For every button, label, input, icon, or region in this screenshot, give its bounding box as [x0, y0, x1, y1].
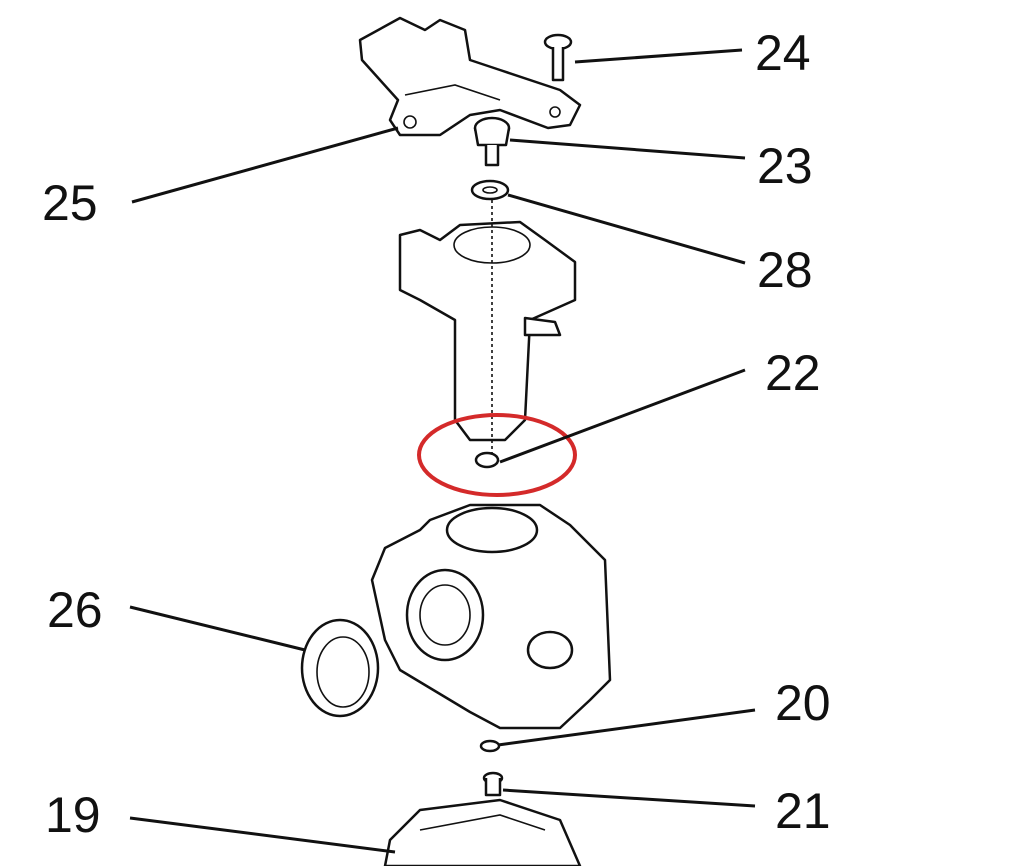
callout-24: 24: [755, 25, 811, 81]
callout-22: 22: [765, 345, 821, 401]
plug-screw-part: [482, 771, 504, 797]
leader-20: [497, 708, 756, 747]
callout-28: 28: [757, 242, 813, 298]
small-nut-part: [474, 451, 500, 469]
washer-part: [470, 179, 510, 201]
leader-25: [131, 126, 399, 204]
bracket-plate-part: [358, 16, 582, 137]
leader-28: [507, 193, 746, 265]
callout-25: 25: [42, 175, 98, 231]
leader-23: [509, 138, 746, 160]
callout-20: 20: [775, 675, 831, 731]
callout-19: 19: [45, 787, 101, 843]
callout-21: 21: [775, 783, 831, 839]
leader-26: [129, 605, 306, 652]
carburetor-body-part: [370, 503, 612, 730]
callout-26: 26: [47, 582, 103, 638]
seal-ring-part: [300, 618, 380, 718]
leader-22: [499, 368, 746, 464]
knob-screw-part: [473, 116, 511, 167]
highlight-circle: [417, 413, 577, 497]
leader-21: [502, 788, 756, 808]
bottom-cover-part: [383, 798, 582, 866]
leader-19: [129, 816, 396, 854]
o-ring-part: [479, 739, 501, 753]
callout-23: 23: [757, 138, 813, 194]
leader-24: [574, 48, 743, 64]
upper-body-part: [398, 200, 577, 460]
screw-part: [543, 33, 573, 82]
